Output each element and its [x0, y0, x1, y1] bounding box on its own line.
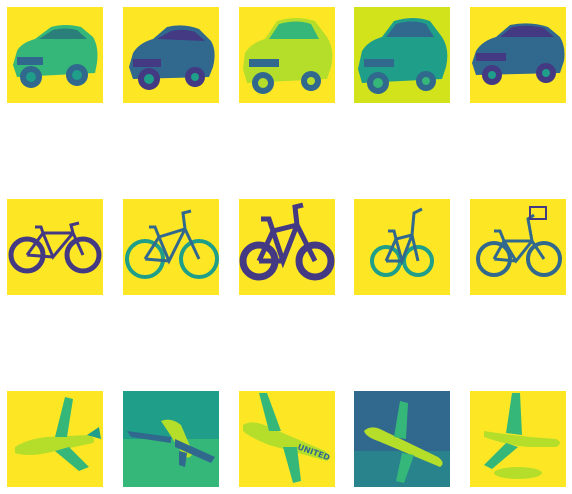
car-image — [7, 7, 103, 103]
bicycle-icon — [123, 199, 219, 295]
car-image — [123, 7, 219, 103]
airplane-icon: UNITED — [239, 391, 335, 487]
airplane-image — [123, 391, 219, 487]
airplane-image — [7, 391, 103, 487]
bicycle-icon — [354, 199, 450, 295]
airplane-icon — [354, 391, 450, 487]
bicycle-icon — [7, 199, 103, 295]
bicycle-image — [7, 199, 103, 295]
airplane-icon — [123, 391, 219, 487]
airplane-icon — [7, 391, 103, 487]
car-icon — [354, 7, 450, 103]
bicycle-image — [239, 199, 335, 295]
bicycle-icon — [239, 199, 335, 295]
airplane-image — [354, 391, 450, 487]
car-image — [354, 7, 450, 103]
airplane-image — [470, 391, 566, 487]
car-image — [239, 7, 335, 103]
airplane-icon — [470, 391, 566, 487]
bicycle-image — [470, 199, 566, 295]
car-icon — [7, 7, 103, 103]
car-icon — [123, 7, 219, 103]
airplane-image: UNITED — [239, 391, 335, 487]
car-icon — [239, 7, 335, 103]
car-icon — [470, 7, 566, 103]
bicycle-icon — [470, 199, 566, 295]
bicycle-image — [123, 199, 219, 295]
bicycle-image — [354, 199, 450, 295]
car-image — [470, 7, 566, 103]
